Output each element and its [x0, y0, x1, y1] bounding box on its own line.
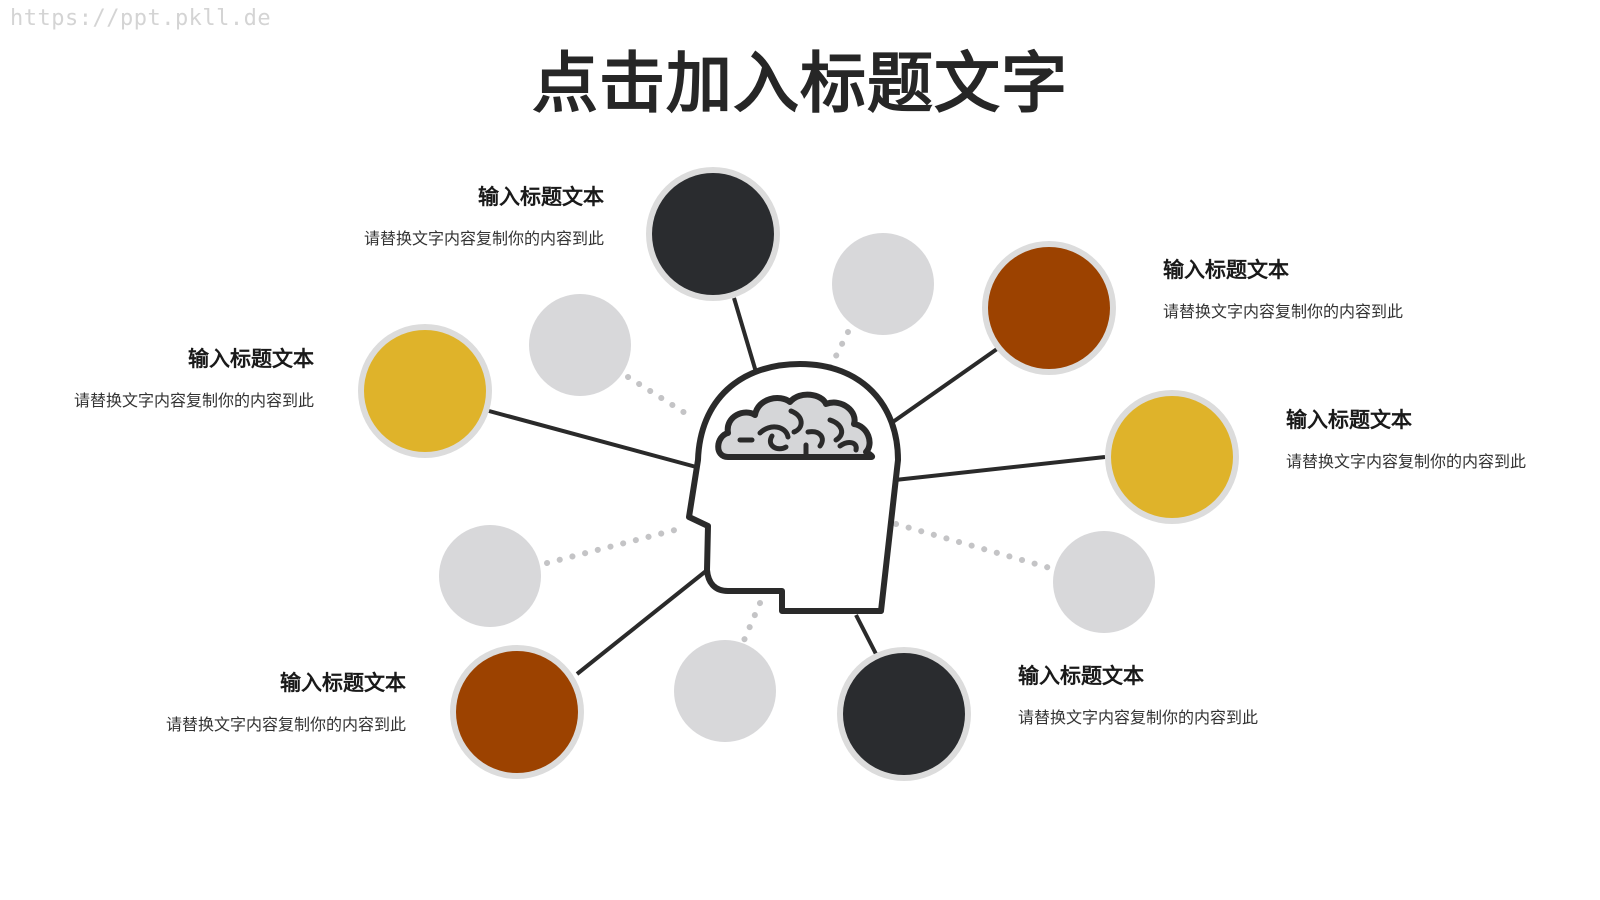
node-description[interactable]: 请替换文字内容复制你的内容到此 — [363, 229, 604, 248]
label-top-left: 输入标题文本 请替换文字内容复制你的内容到此 — [364, 181, 604, 249]
label-left: 输入标题文本 请替换文字内容复制你的内容到此 — [74, 343, 314, 411]
head-brain-icon — [686, 361, 901, 614]
placeholder-circle — [674, 640, 776, 742]
node-title[interactable]: 输入标题文本 — [1286, 408, 1412, 432]
node-description[interactable]: 请替换文字内容复制你的内容到此 — [1163, 302, 1404, 321]
node-bottom-left[interactable] — [450, 645, 584, 779]
node-title[interactable]: 输入标题文本 — [188, 347, 314, 371]
label-bottom-left: 输入标题文本 请替换文字内容复制你的内容到此 — [166, 667, 406, 735]
placeholder-circle — [832, 233, 934, 335]
watermark: https://ppt.pkll.de — [10, 6, 272, 31]
node-title[interactable]: 输入标题文本 — [478, 185, 604, 209]
node-left[interactable] — [358, 324, 492, 458]
node-description[interactable]: 请替换文字内容复制你的内容到此 — [1286, 452, 1527, 471]
label-top-right: 输入标题文本 请替换文字内容复制你的内容到此 — [1163, 254, 1403, 322]
placeholder-circles — [439, 233, 1155, 742]
placeholder-circle — [439, 525, 541, 627]
node-description[interactable]: 请替换文字内容复制你的内容到此 — [165, 715, 406, 734]
node-description[interactable]: 请替换文字内容复制你的内容到此 — [73, 391, 314, 410]
node-top-left[interactable] — [646, 167, 780, 301]
node-title[interactable]: 输入标题文本 — [1163, 258, 1289, 282]
node-right[interactable] — [1105, 390, 1239, 524]
page-title[interactable]: 点击加入标题文字 — [532, 45, 1068, 122]
node-title[interactable]: 输入标题文本 — [280, 671, 406, 695]
node-bottom-right[interactable] — [837, 647, 971, 781]
solid-connectors — [488, 297, 1106, 676]
node-title[interactable]: 输入标题文本 — [1018, 664, 1144, 688]
node-top-right[interactable] — [982, 241, 1116, 375]
label-right: 输入标题文本 请替换文字内容复制你的内容到此 — [1286, 404, 1526, 472]
dotted-connectors — [544, 329, 1053, 648]
node-description[interactable]: 请替换文字内容复制你的内容到此 — [1018, 708, 1259, 727]
placeholder-circle — [529, 294, 631, 396]
label-bottom-right: 输入标题文本 请替换文字内容复制你的内容到此 — [1018, 660, 1258, 728]
placeholder-circle — [1053, 531, 1155, 633]
